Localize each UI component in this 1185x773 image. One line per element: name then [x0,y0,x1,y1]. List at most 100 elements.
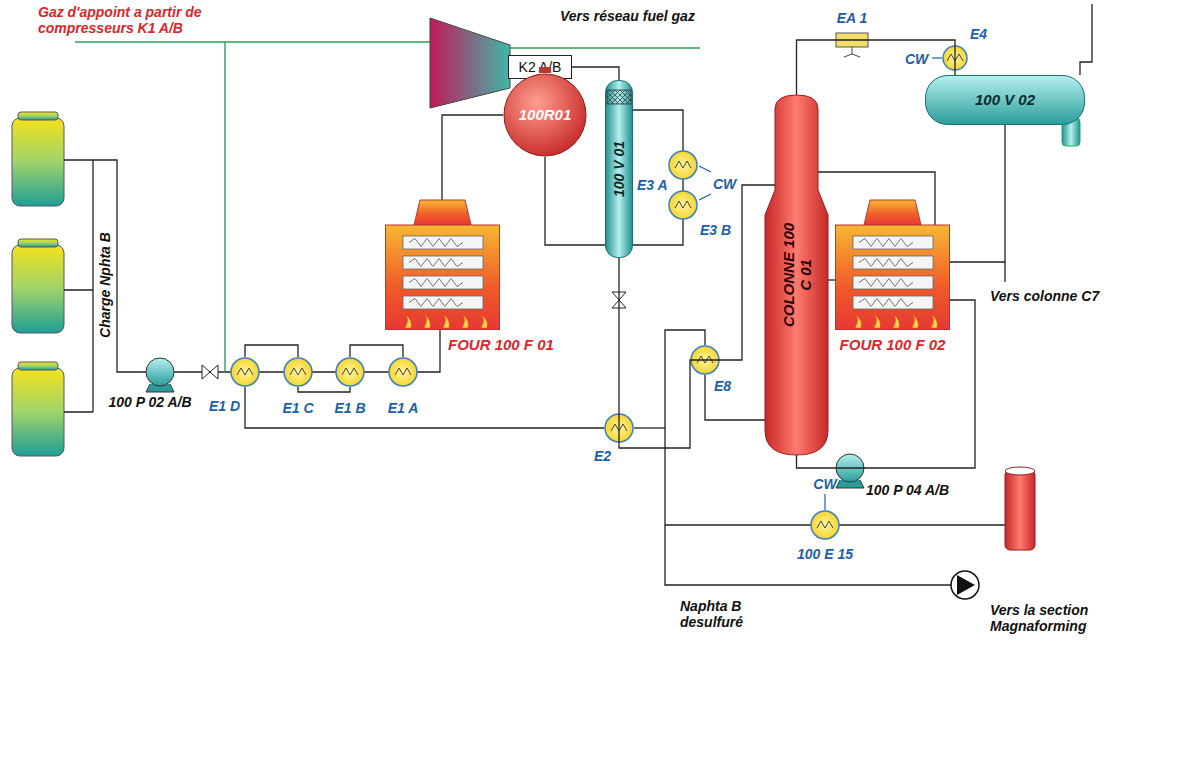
shape-part [859,239,913,247]
shape-part [864,200,921,225]
reactor-sphere: 100R01 [503,73,587,157]
product-tank [1005,470,1035,550]
shape-part [836,225,950,330]
process-pipes [418,330,440,372]
shape-part [403,296,483,309]
shape-part [859,279,913,287]
control-valve [202,365,218,379]
equipment-tag: E3 B [700,222,731,238]
heat-exchanger [675,161,691,168]
utility-arrows [932,57,942,58]
shape-part [409,239,463,247]
feed-tanks [18,112,58,120]
shape-part [386,225,500,330]
utility-label: CW [813,476,836,492]
shape-part [765,95,828,455]
pump-symbol [146,358,979,599]
shape-part [414,200,471,225]
process-pipes [350,345,403,357]
shape-part [853,236,933,249]
feed-tanks [12,368,64,456]
equipment-label: 100 V 02 [975,91,1035,108]
process-pipes [64,160,146,372]
process-pipes [1004,262,1005,282]
shape-part [424,314,430,328]
reflux-drum: 100 V 02 [925,75,1085,125]
compressor-symbol [430,18,510,108]
equipment-tag: EA 1 [837,10,868,26]
heat-exchanger [817,521,833,528]
shape-part [539,67,551,73]
equipment-tag: 100 E 15 [797,546,853,562]
gas-lines [224,42,225,372]
process-pipes [298,387,350,392]
shape-part [403,236,483,249]
shape-part [504,74,586,156]
pump-tag: 100 P 02 A/B [108,394,191,410]
process-pipes [1080,4,1092,75]
heat-exchanger [231,358,259,386]
shape-part [855,314,861,328]
shape-part [931,314,937,328]
process-pipes [705,375,765,420]
process-pipe [619,185,775,448]
equipment-tag: E1 B [334,400,365,416]
pump-tag: 100 P 04 A/B [866,482,949,498]
shape-part [926,76,1085,125]
utility-arrows [699,166,711,200]
equipment-tag: E8 [714,378,731,394]
process-pipes [245,345,298,357]
process-pipes [245,387,604,428]
furnace-label: FOUR 100 F 01 [448,336,554,353]
shape-part [859,299,913,307]
equipment-tag: E1 C [282,400,313,416]
feed-tanks [12,245,64,333]
product-tank [1005,467,1035,475]
heat-exchanger [284,358,312,386]
equipment-tag: E4 [970,26,987,42]
equipment-tag: E2 [594,448,611,464]
equipment-label: 100R01 [519,106,572,123]
equipment-tag: E1 D [209,398,240,414]
shape-part [481,314,487,328]
process-pipe [572,67,619,80]
shape-part [462,314,468,328]
pump-symbol [146,358,174,386]
shape-part [893,314,899,328]
source-label: Gaz d'appoint a partir de compresseurs K… [38,4,243,36]
stream-label: Naphta B desulfuré [680,598,775,630]
equipment-label: COLONNE 100 C 01 [779,220,814,330]
heat-exchanger [811,511,839,539]
gas-lines [75,41,430,42]
shape-part [859,259,913,267]
stream-label: Charge Nphta B [97,232,113,338]
shape-part [409,259,463,267]
shape-part [405,314,411,328]
destination-label: Vers la section Magnaforming [990,602,1130,634]
heat-exchanger [395,368,411,375]
furnace: FOUR 100 F 02 [835,200,950,330]
separator-vessel: 100 V 01 [605,80,633,258]
shape-part [874,314,880,328]
shape-part [409,299,463,307]
furnace-label: FOUR 100 F 02 [840,336,946,353]
process-pipe [545,157,605,245]
destination-label: Vers réseau fuel gaz [560,8,695,24]
utility-label: CW [905,51,928,67]
shape-part [607,90,631,104]
air-cooler-fan [844,47,860,57]
heat-exchanger [669,151,697,179]
heat-exchanger [336,358,364,386]
shape-part [409,279,463,287]
heat-exchanger [675,201,691,208]
shape-part [912,314,918,328]
shape-part [606,81,633,258]
heat-exchanger [231,46,967,539]
gas-lines [510,47,700,48]
utility-arrows [699,58,942,510]
process-pipes [64,4,1092,585]
shape-part [853,276,933,289]
distillation-column: COLONNE 100 C 01 [775,95,818,455]
process-pipes [634,427,665,428]
